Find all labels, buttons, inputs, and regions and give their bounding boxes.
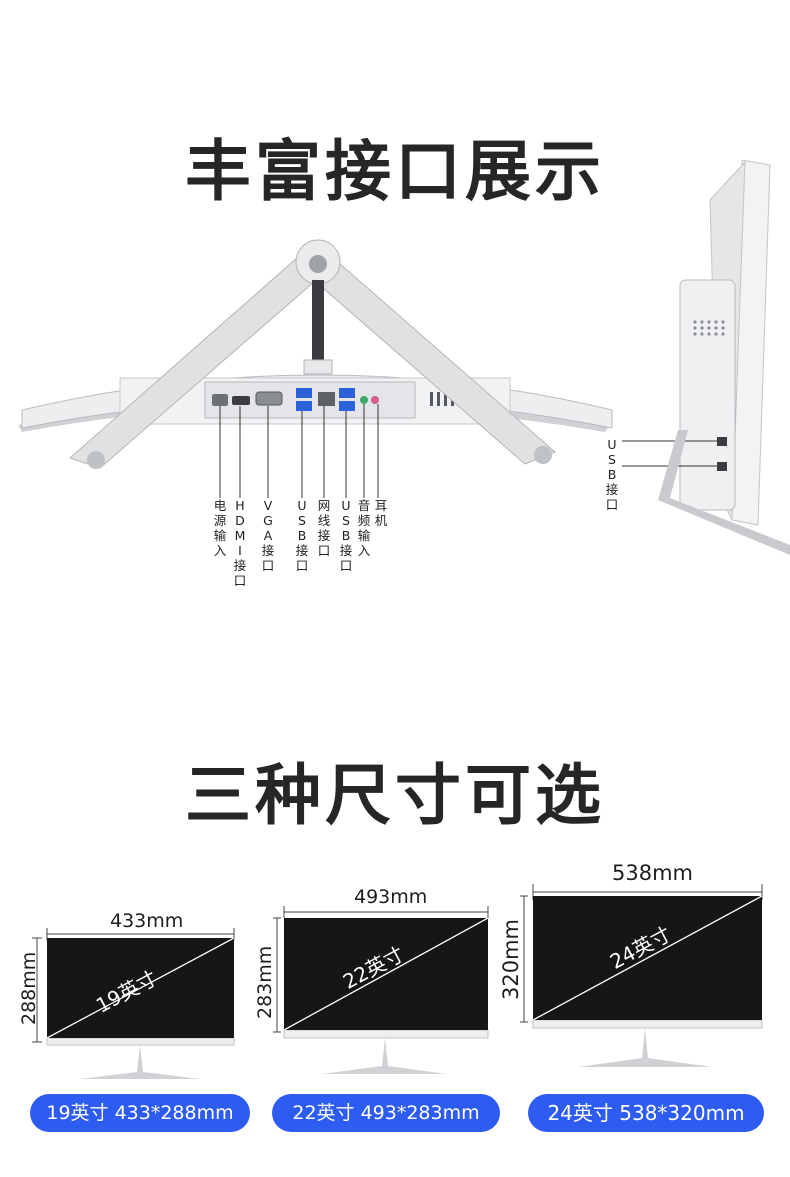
rear-view-illustration [18, 239, 613, 498]
height-label-24: 320mm [499, 919, 523, 1000]
screen-diagonal-22 [284, 918, 488, 1030]
section-title-sizes: 三种尺寸可选 [185, 757, 605, 834]
port-label-ethernet: 网线接口 [317, 498, 331, 558]
height-label-19: 288mm [18, 951, 40, 1025]
port-label-usb-2: USB接口 [339, 498, 353, 573]
monitor-screen-19: 19英寸 [47, 938, 234, 1038]
port-label-audio-in: 音频输入 [357, 498, 371, 558]
size-comparison-illustration [32, 884, 763, 1079]
monitor-screen-24: 24英寸 [533, 896, 762, 1020]
port-label-hdmi: HDMI接口 [233, 498, 247, 588]
width-label-22: 493mm [354, 886, 428, 908]
port-label-headphone: 耳机 [374, 498, 388, 528]
width-label-24: 538mm [612, 861, 693, 885]
port-label-vga: VGA接口 [261, 498, 275, 573]
port-label-usb-1: USB接口 [295, 498, 309, 573]
screen-diagonal-24 [533, 896, 762, 1020]
screen-diagonal-19 [47, 938, 234, 1038]
size-pill-22: 22英寸 493*283mm [272, 1094, 500, 1132]
size-pill-19: 19英寸 433*288mm [30, 1094, 250, 1132]
side-view-illustration [622, 160, 790, 555]
height-label-22: 283mm [254, 945, 276, 1019]
section-title-interfaces: 丰富接口展示 [185, 133, 605, 210]
width-label-19: 433mm [110, 910, 184, 932]
monitor-screen-22: 22英寸 [284, 918, 488, 1030]
side-port-label-usb: USB接口 [605, 437, 619, 512]
port-label-power: 电源输入 [213, 498, 227, 558]
size-pill-24: 24英寸 538*320mm [528, 1094, 764, 1132]
